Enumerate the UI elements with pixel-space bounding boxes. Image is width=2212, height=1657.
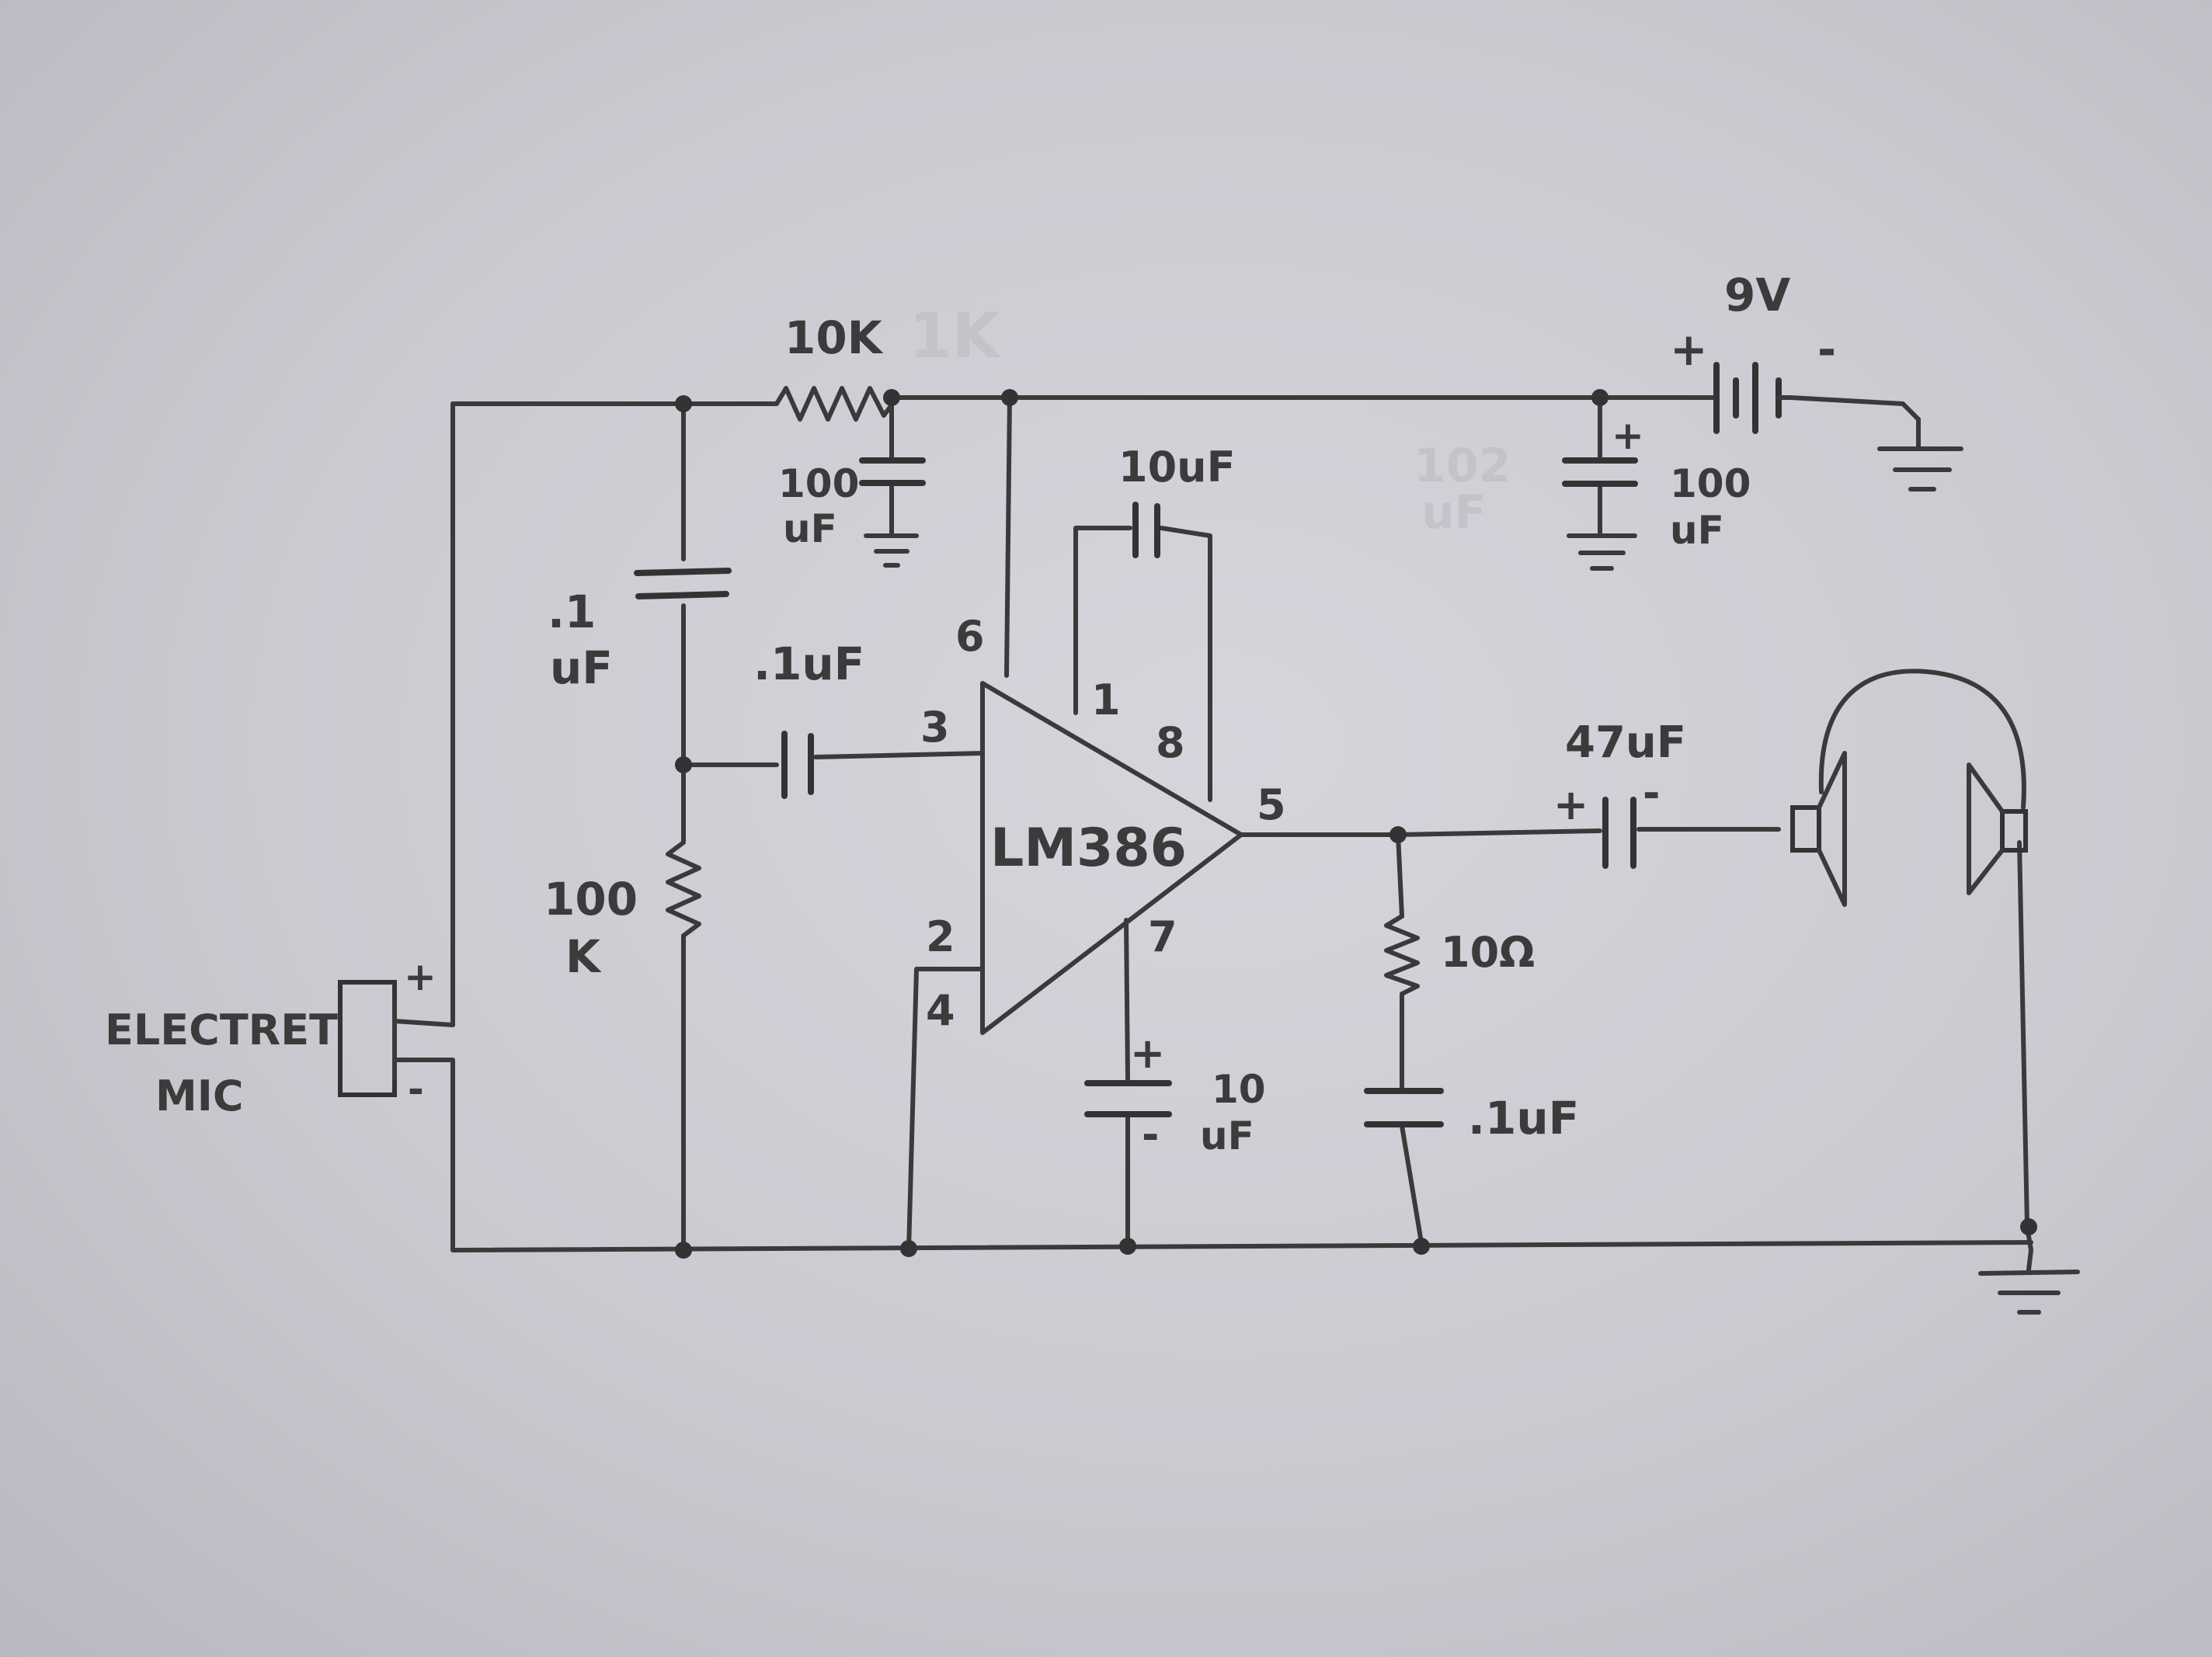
erased-label-uf: uF <box>1421 485 1487 540</box>
capacitor-10uf-bypass <box>1084 1080 1172 1117</box>
label-bias-resistor-value: 100 <box>544 873 638 926</box>
label-mic-plus: + <box>404 954 436 999</box>
label-right-cap-plus: + <box>1612 413 1644 458</box>
label-right-cap-value: 100 <box>1670 461 1751 506</box>
wire-battery-minus <box>1788 395 1921 449</box>
capacitor-0-1uf-input <box>781 731 814 799</box>
label-bypass-cap-value: 10 <box>1212 1067 1266 1112</box>
label-bypass-cap-unit: uF <box>1200 1113 1254 1159</box>
label-output-cap: 47uF <box>1565 717 1686 768</box>
electret-mic <box>338 980 455 1097</box>
capacitor-100uf-top <box>859 457 926 486</box>
label-feedback-cap: 10uF <box>1118 443 1235 492</box>
label-pin7: 7 <box>1148 912 1177 961</box>
label-battery-plus: + <box>1670 323 1708 376</box>
label-battery-minus: - <box>1817 323 1836 376</box>
label-input-cap: .1uF <box>753 637 864 690</box>
ground-symbol-battery <box>1877 446 1963 492</box>
label-top-cap-value: 100 <box>778 461 859 506</box>
capacitor-0-1uf-zobel <box>1364 1088 1444 1127</box>
wire-to-pin3-right <box>813 751 985 759</box>
wire-pin7 <box>1124 918 1130 1082</box>
label-bias-resistor-unit: K <box>565 930 602 983</box>
battery-9v <box>1713 362 1793 434</box>
label-zobel-cap: .1uF <box>1468 1092 1579 1145</box>
resistor-10k <box>774 386 899 422</box>
label-battery: 9V <box>1724 269 1790 321</box>
label-pin3: 3 <box>920 703 950 752</box>
resistor-10-ohm <box>1384 914 1420 996</box>
wire-pin6 <box>1004 395 1012 678</box>
wire-zobel-top <box>1396 832 1404 919</box>
label-pin6: 6 <box>955 612 985 661</box>
label-output-cap-minus: - <box>1643 769 1660 818</box>
label-zobel-resistor: 10Ω <box>1441 928 1535 977</box>
ground-symbol-right-cap <box>1567 533 1637 571</box>
ground-symbol-bottom <box>1978 1270 2080 1315</box>
capacitor-100uf-right <box>1562 457 1638 487</box>
erased-marks: 1K 102 uF <box>909 300 1511 540</box>
label-left-cap-unit: uF <box>550 641 613 694</box>
ground-symbol-top-cap <box>864 533 919 568</box>
label-pin8: 8 <box>1156 718 1185 767</box>
label-mic-line1: ELECTRET <box>105 1006 338 1054</box>
label-pin1: 1 <box>1091 676 1121 724</box>
label-pin5: 5 <box>1257 780 1286 829</box>
wires <box>450 395 2033 1272</box>
label-right-cap-unit: uF <box>1670 508 1724 553</box>
label-bypass-cap-plus: + <box>1130 1029 1165 1078</box>
label-bypass-cap-minus: - <box>1142 1110 1159 1159</box>
label-pin4: 4 <box>926 986 955 1035</box>
erased-label-102: 102 <box>1414 439 1511 493</box>
label-pin2: 2 <box>926 912 955 961</box>
label-left-cap-value: .1 <box>548 585 596 638</box>
label-mic-minus: - <box>408 1067 424 1112</box>
wire-bottom-rail <box>450 1085 2033 1252</box>
resistor-100k <box>666 840 701 938</box>
capacitor-10uf-feedback <box>1132 502 1160 558</box>
wire-pin1 <box>1073 526 1132 715</box>
ic-label: LM386 <box>990 818 1187 879</box>
label-10k: 10K <box>784 311 884 364</box>
wire-pin2-pin4 <box>906 967 985 1252</box>
wire-output <box>1239 828 1602 837</box>
label-top-cap-unit: uF <box>783 506 837 551</box>
capacitor-0-1uf-left <box>634 568 732 599</box>
capacitor-47uf-output <box>1602 797 1636 869</box>
erased-label-1k: 1K <box>909 300 1003 372</box>
junctions <box>675 389 2037 1259</box>
wire-zobel-bottom <box>1400 1124 1424 1245</box>
wire-pin8 <box>1159 526 1212 802</box>
headphones <box>1790 669 2028 907</box>
lm386-amplifier: LM386 <box>980 681 1243 1035</box>
label-mic-line2: MIC <box>155 1072 243 1120</box>
component-labels: 10K 100 uF 9V + - + 100 uF 10uF .1 uF .1… <box>105 269 1836 1159</box>
label-output-cap-plus: + <box>1553 780 1588 829</box>
wire-headphone-return <box>2017 840 2033 1272</box>
